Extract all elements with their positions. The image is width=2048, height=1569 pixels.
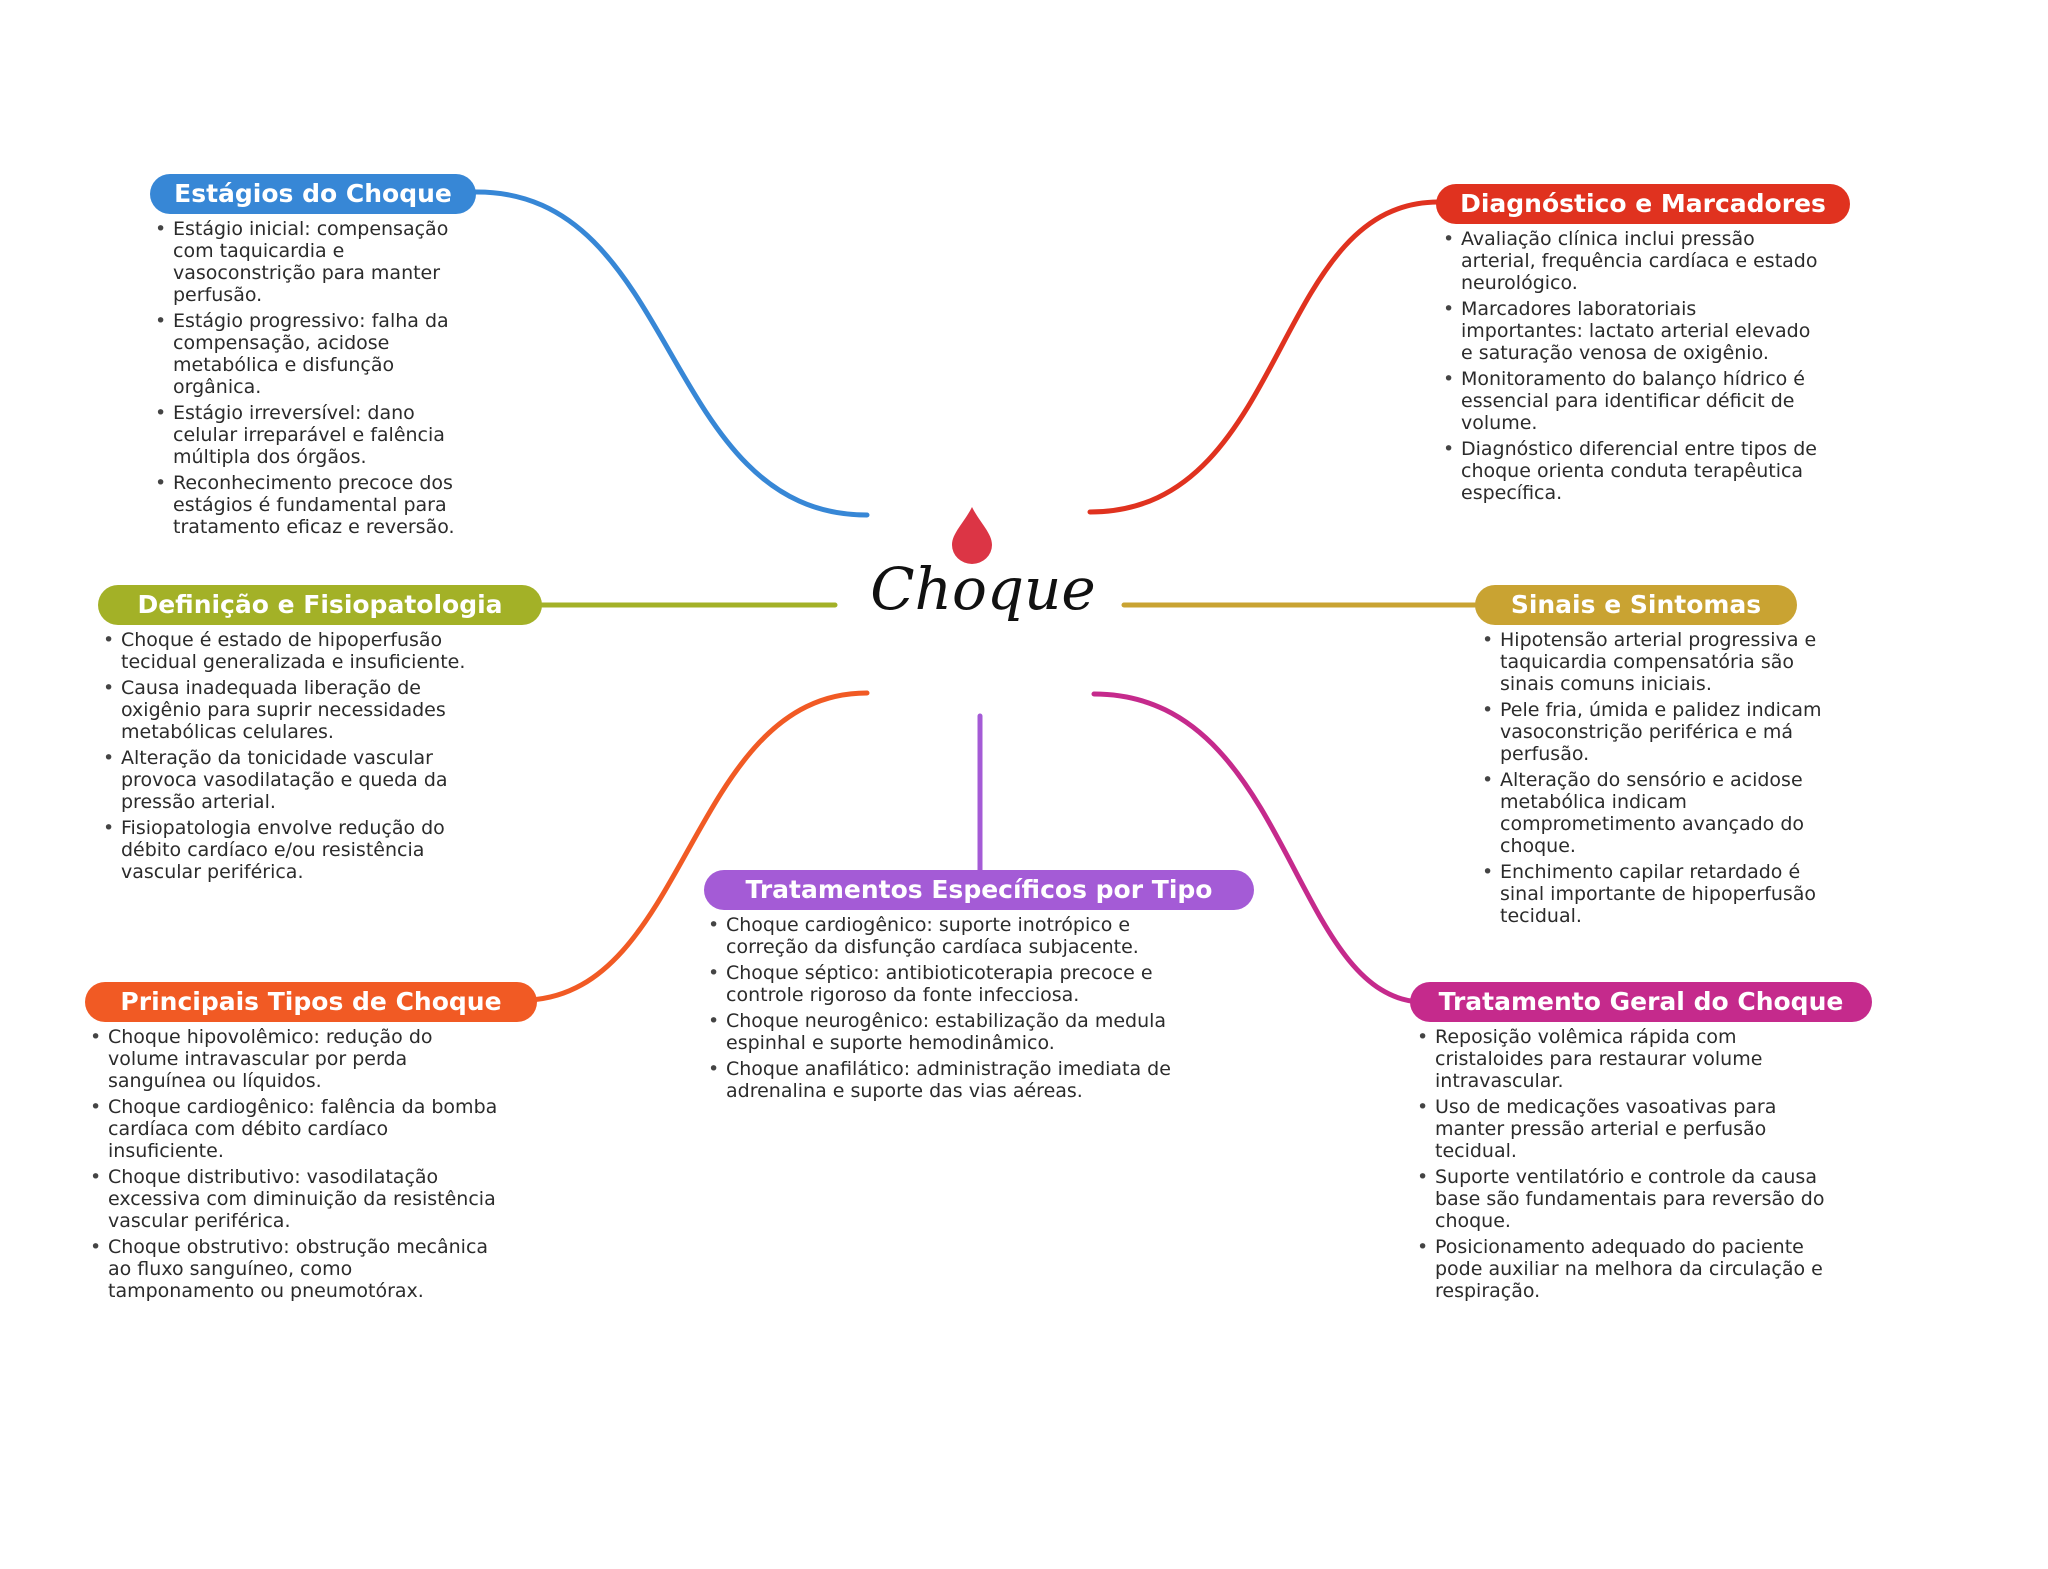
list-item: Pele fria, úmida e palidez indicam vasoc… [1480, 699, 1840, 765]
connector-estagios [472, 189, 870, 518]
branch-title-especificos: Tratamentos Específicos por Tipo [704, 870, 1254, 910]
branch-list-tipos: Choque hipovolêmico: redução do volume i… [88, 1026, 498, 1306]
branch-title-sinais: Sinais e Sintomas [1475, 585, 1797, 625]
connector-tipos [527, 690, 870, 1003]
branch-list-especificos: Choque cardiogênico: suporte inotrópico … [706, 914, 1176, 1106]
connector-geral [1091, 691, 1423, 1005]
branch-list-geral: Reposição volêmica rápida com cristaloid… [1415, 1026, 1835, 1306]
connector-diagnostico [1087, 199, 1443, 515]
list-item: Reposição volêmica rápida com cristaloid… [1415, 1026, 1835, 1092]
list-item: Choque anafilático: administração imedia… [706, 1058, 1176, 1102]
branch-list-diagnostico: Avaliação clínica inclui pressão arteria… [1441, 228, 1821, 508]
branch-title-diagnostico: Diagnóstico e Marcadores [1436, 184, 1850, 224]
list-item: Choque cardiogênico: suporte inotrópico … [706, 914, 1176, 958]
list-item: Uso de medicações vasoativas para manter… [1415, 1096, 1835, 1162]
list-item: Estágio irreversível: dano celular irrep… [153, 402, 483, 468]
list-item: Alteração da tonicidade vascular provoca… [101, 747, 487, 813]
list-item: Hipotensão arterial progressiva e taquic… [1480, 629, 1840, 695]
list-item: Alteração do sensório e acidose metabóli… [1480, 769, 1840, 857]
list-item: Fisiopatologia envolve redução do débito… [101, 817, 487, 883]
list-item: Choque é estado de hipoperfusão tecidual… [101, 629, 487, 673]
branch-title-estagios: Estágios do Choque [150, 174, 476, 214]
branch-title-definicao: Definição e Fisiopatologia [98, 585, 542, 625]
list-item: Reconhecimento precoce dos estágios é fu… [153, 472, 483, 538]
list-item: Monitoramento do balanço hídrico é essen… [1441, 368, 1821, 434]
list-item: Estágio inicial: compensação com taquica… [153, 218, 483, 306]
list-item: Choque neurogênico: estabilização da med… [706, 1010, 1176, 1054]
list-item: Choque obstrutivo: obstrução mecânica ao… [88, 1236, 498, 1302]
blood-drop-icon [952, 507, 992, 564]
branch-title-tipos: Principais Tipos de Choque [85, 982, 537, 1022]
central-topic-title: Choque [870, 555, 1096, 623]
list-item: Causa inadequada liberação de oxigênio p… [101, 677, 487, 743]
list-item: Choque hipovolêmico: redução do volume i… [88, 1026, 498, 1092]
list-item: Suporte ventilatório e controle da causa… [1415, 1166, 1835, 1232]
branch-list-estagios: Estágio inicial: compensação com taquica… [153, 218, 483, 542]
branch-title-geral: Tratamento Geral do Choque [1410, 982, 1872, 1022]
list-item: Marcadores laboratoriais importantes: la… [1441, 298, 1821, 364]
list-item: Choque distributivo: vasodilatação exces… [88, 1166, 498, 1232]
list-item: Estágio progressivo: falha da compensaçã… [153, 310, 483, 398]
branch-list-definicao: Choque é estado de hipoperfusão tecidual… [101, 629, 487, 887]
branch-list-sinais: Hipotensão arterial progressiva e taquic… [1480, 629, 1840, 931]
list-item: Choque cardiogênico: falência da bomba c… [88, 1096, 498, 1162]
list-item: Enchimento capilar retardado é sinal imp… [1480, 861, 1840, 927]
list-item: Posicionamento adequado do paciente pode… [1415, 1236, 1835, 1302]
list-item: Avaliação clínica inclui pressão arteria… [1441, 228, 1821, 294]
list-item: Diagnóstico diferencial entre tipos de c… [1441, 438, 1821, 504]
list-item: Choque séptico: antibioticoterapia preco… [706, 962, 1176, 1006]
